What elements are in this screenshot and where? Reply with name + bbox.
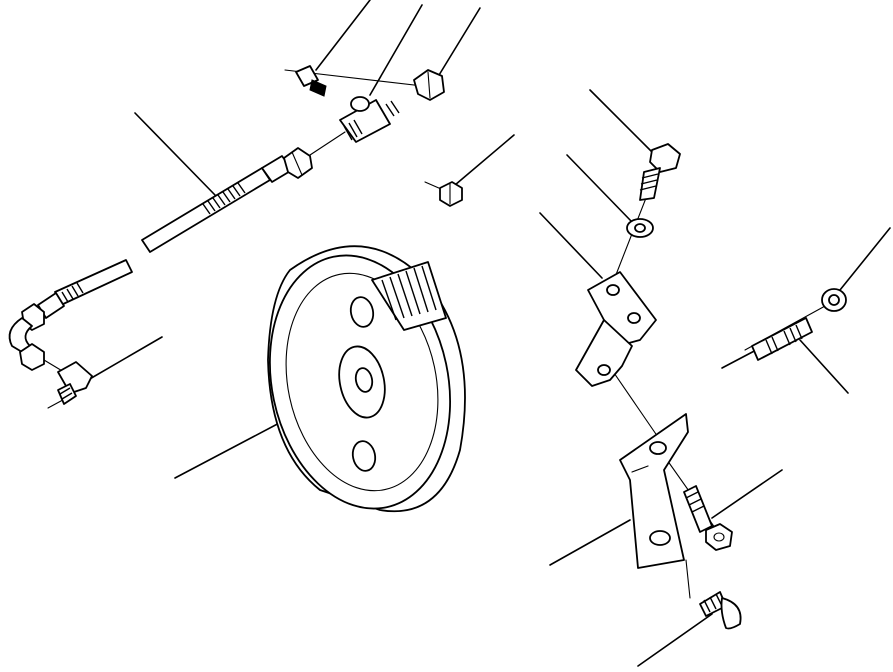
leader-fitting-top-left — [315, 0, 371, 71]
small-nut-body — [439, 181, 463, 207]
axis-bracket-to-plate — [611, 369, 661, 441]
upper-bolt-set — [626, 143, 681, 238]
hose-braid-upper — [202, 182, 246, 215]
screw-head — [720, 597, 742, 630]
leader-drum — [174, 419, 286, 479]
leader-stud-right — [799, 339, 849, 394]
upper-bracket — [575, 271, 657, 387]
flange-nut-right-hole — [828, 294, 840, 306]
upper-bracket-arm — [575, 319, 633, 387]
leader-lines — [87, 0, 891, 667]
hex-bolt-head — [705, 523, 733, 551]
stud-body — [751, 317, 813, 361]
leader-tee-connector — [369, 4, 423, 96]
hose-tube-upper — [141, 167, 271, 253]
hose-swivel-nut — [19, 343, 45, 371]
lower-bracket-hole-top — [649, 441, 667, 455]
drum-gear-teeth — [381, 265, 437, 321]
leader-bracket-upper — [539, 212, 603, 279]
leader-small-nut — [454, 134, 515, 186]
leader-bolt-top — [589, 89, 661, 161]
hose-assembly — [8, 147, 313, 373]
lower-bracket-bend-line — [631, 465, 649, 473]
fitting-small-thread — [309, 79, 327, 97]
bolt-top-head — [649, 143, 681, 173]
tee-connector-threads — [343, 100, 400, 141]
axis-screw-drop — [685, 559, 691, 599]
leader-hose-assembly — [134, 112, 216, 196]
upper-bracket-hole-2 — [627, 312, 641, 324]
hose-braid-lower — [61, 282, 84, 303]
bolt-top-shank — [639, 167, 661, 201]
axis-hose-to-tee — [309, 131, 346, 156]
hex-bolt-head-center — [713, 532, 725, 542]
hex-bolt-threads — [685, 491, 705, 513]
hose-hex-nut-upper — [283, 147, 313, 179]
elbow-fitting — [57, 361, 93, 405]
leader-washer — [566, 154, 633, 223]
stud-set — [751, 288, 847, 361]
drum-hole-bottom — [351, 440, 377, 472]
drum-hub-hole — [354, 367, 374, 393]
screw-set — [699, 591, 742, 630]
leader-bracket-lower — [549, 519, 631, 566]
leader-flange-nut-right — [839, 227, 891, 291]
top-fittings — [295, 65, 445, 143]
drum-face-inner-ring — [285, 272, 439, 492]
drum-hole-top — [349, 296, 375, 328]
leader-elbow-fitting — [87, 336, 163, 381]
small-nut — [439, 181, 463, 207]
tee-connector-branch — [350, 96, 370, 112]
bolt-top-threads — [639, 173, 659, 191]
leader-hex-bolt — [711, 469, 783, 519]
drum-wheel — [267, 245, 466, 513]
leader-screw — [637, 613, 713, 667]
lower-bracket-hole-bottom — [649, 530, 671, 546]
leader-cap-nut — [435, 7, 481, 81]
lower-bracket — [619, 413, 689, 569]
hex-bolt-set — [683, 485, 733, 551]
stud-threads — [765, 324, 803, 355]
upper-bracket-hole-3 — [597, 364, 611, 376]
lower-bracket-plate — [619, 413, 689, 569]
upper-bracket-hole-1 — [606, 284, 620, 296]
washer-top-hole — [634, 223, 646, 233]
